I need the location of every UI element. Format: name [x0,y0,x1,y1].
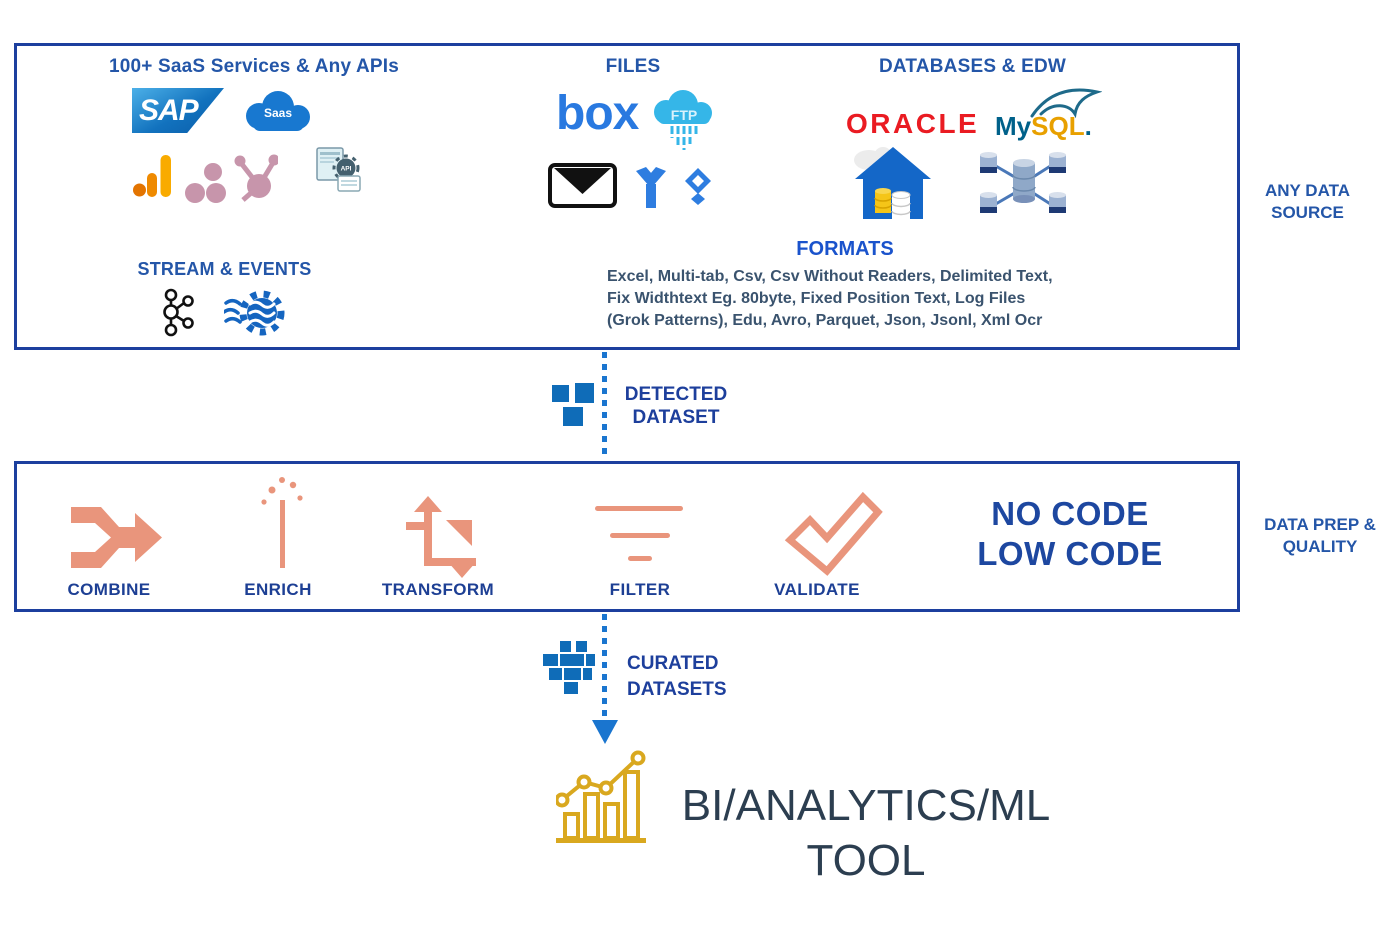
detected-dotted-line [602,352,607,460]
validate-label: VALIDATE [774,580,860,599]
detected-dataset-label: DETECTED DATASET [624,384,728,428]
stream-events-title: STREAM & EVENTS [137,259,312,279]
validate-icon [784,492,883,576]
combine-label: COMBINE [67,580,151,599]
y-connector-icon [636,167,666,208]
formats-title: FORMATS [796,238,894,260]
box-logo: box [556,87,639,140]
hubspot-icon [234,154,278,202]
formats-line-3: (Grok Patterns), Edu, Avro, Parquet, Jso… [607,312,1043,329]
circles-app-icon [185,163,226,203]
sap-logo-text: SAP [139,93,199,127]
distributed-db-icon [980,152,1066,213]
bar-chart-icon [556,750,646,843]
filter-label: FILTER [609,580,671,599]
files-group-title: FILES [605,56,661,77]
api-icon-text: API [341,166,352,173]
formats-text: Excel, Multi-tab, Csv, Csv Without Reade… [607,266,1107,332]
transform-icon [406,496,476,578]
formats-line-1: Excel, Multi-tab, Csv, Csv Without Reade… [607,268,1053,285]
data-warehouse-icon [854,147,931,219]
curated-dotted-line [602,614,607,718]
mysql-logo: MySQL. [995,86,1107,142]
api-docs-icon: API [316,147,361,192]
enrich-icon [261,477,303,568]
stream-gear-icon [224,290,285,336]
filter-icon [595,506,683,561]
down-arrowhead-icon [592,720,618,744]
oracle-logo: ORACLE [846,108,980,139]
curated-datasets-icon [543,641,595,694]
mysql-dolphin-icon [1030,88,1102,119]
no-code-low-code-label: NO CODE LOW CODE [977,495,1163,572]
any-data-source-label: ANY DATA SOURCE [1265,181,1350,222]
saas-group-title: 100+ SaaS Services & Any APIs [108,56,400,77]
detected-dataset-icon [552,383,594,426]
transform-label: TRANSFORM [381,580,495,599]
formats-line-2: Fix Widthtext Eg. 80byte, Fixed Position… [607,290,1026,307]
data-prep-box [14,461,1240,612]
bi-analytics-ml-label: BI/ANALYTICS/ML TOOL [681,781,1051,885]
ftp-cloud-icon: FTP [654,90,712,150]
enrich-label: ENRICH [244,580,312,599]
combine-icon [71,507,162,568]
email-envelope-icon [548,163,617,208]
google-analytics-icon [133,155,171,197]
ftp-cloud-text: FTP [671,107,697,123]
curated-datasets-label: CURATED DATASETS [627,653,727,700]
saas-cloud-icon: Saas [246,91,310,131]
saas-cloud-text: Saas [264,106,292,120]
dropbox-icon [685,168,711,205]
data-prep-quality-label: DATA PREP & QUALITY [1264,515,1376,556]
any-data-source-box [14,43,1240,350]
kafka-icon [163,288,194,337]
mysql-logo-text: MySQL. [995,111,1092,141]
databases-group-title: DATABASES & EDW [878,56,1067,77]
